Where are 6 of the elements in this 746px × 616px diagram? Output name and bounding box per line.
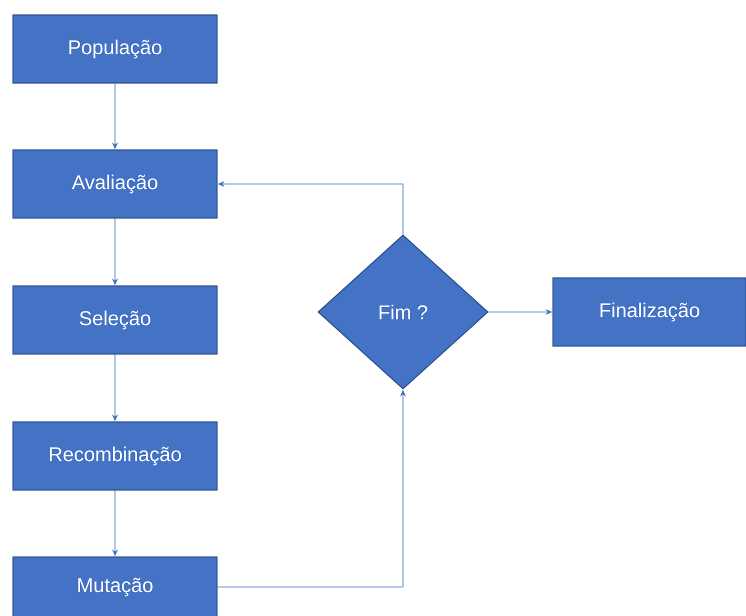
process-box: Mutação xyxy=(12,556,218,616)
process-box: População xyxy=(12,14,218,84)
process-box: Avaliação xyxy=(12,149,218,219)
process-box: Recombinação xyxy=(12,421,218,491)
process-box: Seleção xyxy=(12,285,218,355)
process-box: Finalização xyxy=(552,277,746,347)
